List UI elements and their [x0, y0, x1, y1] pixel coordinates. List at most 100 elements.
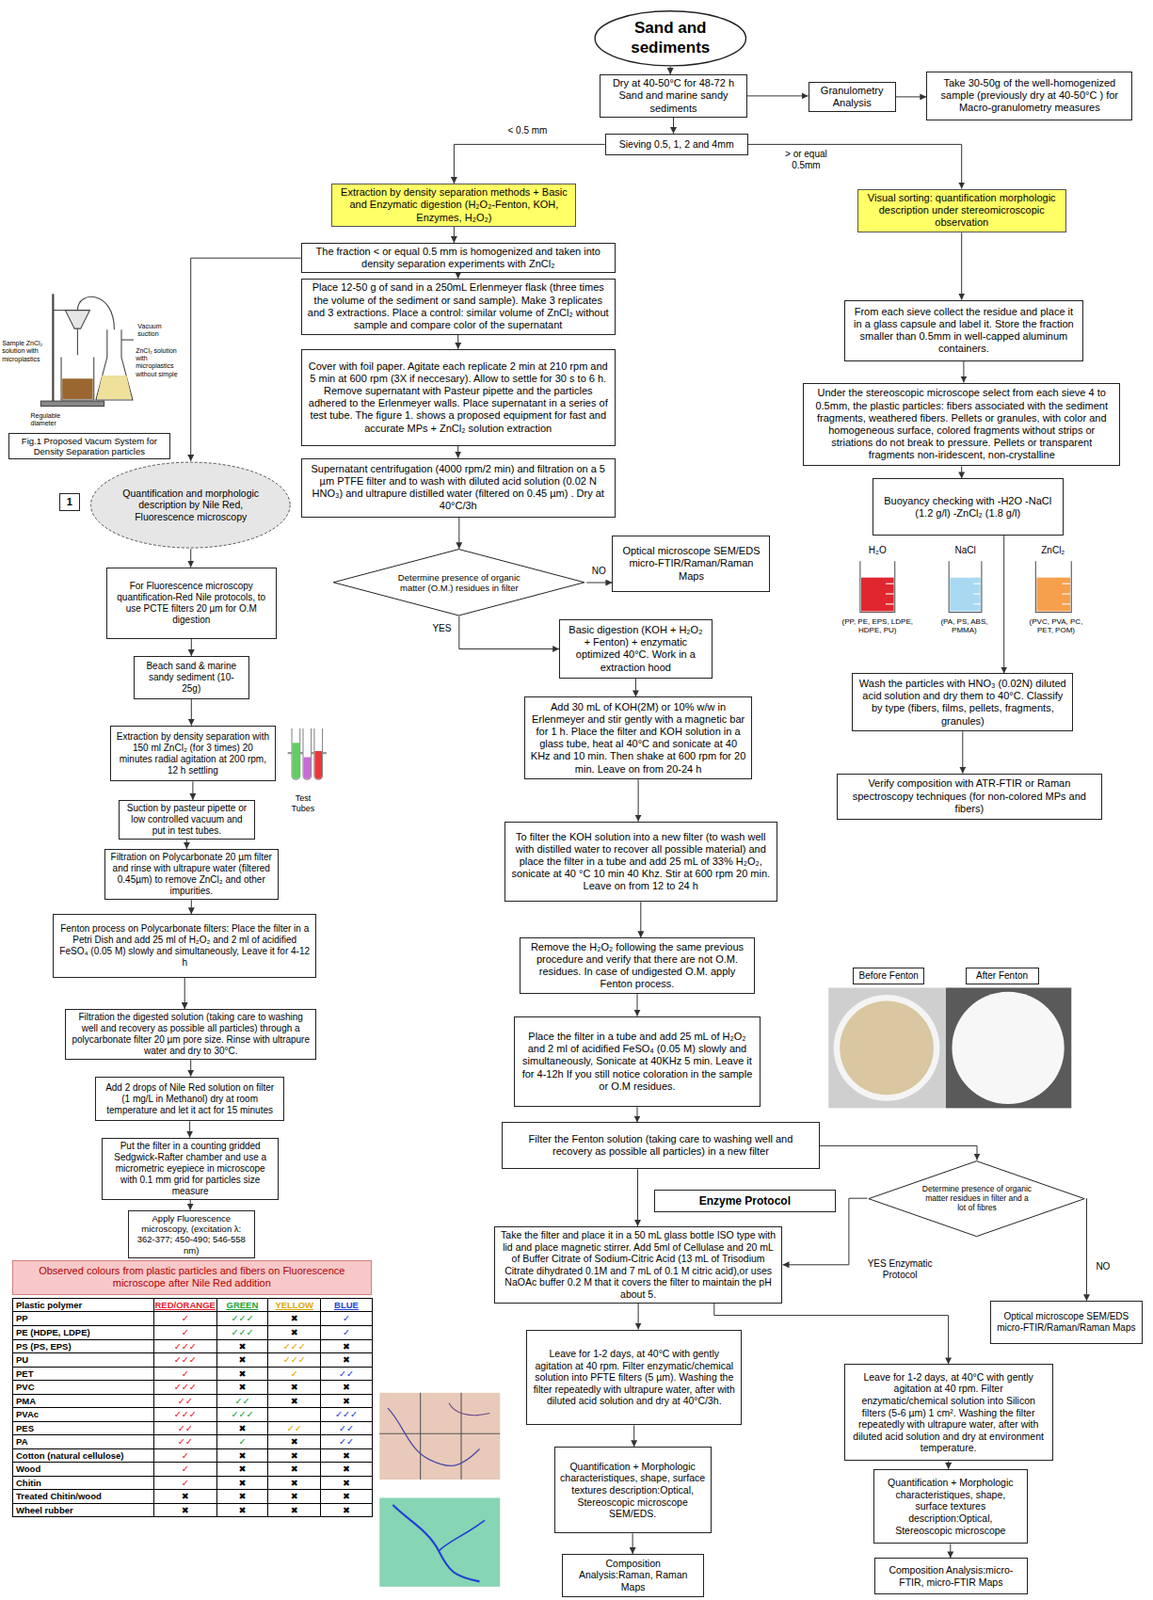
table-heading: PU [16, 1354, 29, 1365]
connector-arrow [747, 95, 809, 97]
table-cell: ✖ [217, 1449, 269, 1464]
process-box: 1 [59, 493, 81, 512]
connector-arrow [896, 96, 928, 97]
table-mark: ✖ [342, 1381, 351, 1393]
table-cell: PES [13, 1422, 155, 1437]
table-cell: ✓✓ [154, 1422, 218, 1437]
annotation-label: ZnCl₂ [1033, 544, 1073, 557]
table-mark: ✖ [238, 1423, 246, 1434]
process-box: Add 2 drops of Nile Red solution on filt… [95, 1076, 286, 1122]
table-mark: ✖ [342, 1505, 351, 1516]
table-cell: ✓ [268, 1367, 321, 1382]
stage-box: Visual sorting: quantification morpholog… [857, 189, 1067, 234]
connector-arrow [1086, 1198, 1088, 1301]
process-box: Granulometry Analysis [808, 81, 897, 113]
table-mark: ✓✓ [338, 1423, 354, 1434]
table-mark: ✖ [290, 1313, 299, 1324]
table-mark: ✓ [181, 1450, 190, 1461]
table-mark: ✖ [290, 1477, 299, 1489]
annotation-label: (PP, PE, EPS, LDPE, HDPE, PU) [841, 617, 913, 636]
table-cell: GREEN [217, 1298, 269, 1314]
node-text: Verify composition with ATR-FTIR or Rama… [842, 777, 1097, 816]
node-text: Before Fenton [858, 970, 919, 982]
node-text: Supernatant centrifugation (4000 rpm/2 m… [306, 463, 610, 513]
connector-arrow [191, 699, 193, 726]
table-cell: Plastic polymer [13, 1298, 155, 1314]
node-text: Quantification + Morphologic characteris… [879, 1476, 1023, 1537]
table-mark: ✖ [342, 1450, 351, 1461]
node-text: Basic digestion (KOH + H₂O₂ + Fenton) + … [564, 624, 707, 674]
table-mark: ✖ [181, 1490, 190, 1502]
node-text: Under the stereoscopic microscope select… [808, 386, 1115, 462]
table-mark: ✓ [181, 1477, 190, 1489]
table-heading: PVAc [16, 1409, 39, 1420]
process-box: Quantification + Morphologic characteris… [554, 1446, 712, 1534]
table-cell: Wood [13, 1462, 155, 1477]
process-box: Fenton process on Polycarbonate filters:… [52, 913, 317, 977]
node-text: To filter the KOH solution into a new fi… [510, 831, 773, 894]
node-text: Put the filter in a counting gridded Sed… [107, 1140, 273, 1198]
process-box: For Fluorescence microscopy quantificati… [106, 567, 277, 640]
connector-arrow [453, 144, 605, 184]
table-mark: ✖ [290, 1490, 299, 1502]
process-box: Optical microscope SEM/EDS micro-FTIR/Ra… [611, 535, 770, 593]
node-text: Add 2 drops of Nile Red solution on filt… [100, 1082, 280, 1117]
connector-arrow [638, 779, 640, 822]
table-cell: ✖ [268, 1504, 321, 1519]
stage-box: Extraction by density separation methods… [331, 183, 577, 227]
process-box: Composition Analysis:micro-FTIR, micro-F… [874, 1557, 1028, 1595]
table-cell: ✓ [154, 1449, 218, 1464]
node-text: Observed colours from plastic particles … [17, 1265, 367, 1290]
table-mark: ✖ [290, 1463, 299, 1474]
table-cell: ✓ [320, 1312, 372, 1327]
table-mark: ✓ [181, 1368, 190, 1379]
process-box: Optical microscope SEM/EDS micro-FTIR/Ra… [990, 1300, 1144, 1345]
node-text: Dry at 40-50°C for 48-72 h Sand and mari… [605, 77, 741, 115]
annotation-label: Regulable diameter [31, 412, 78, 429]
node-text: Optical microscope SEM/EDS micro-FTIR/Ra… [617, 544, 765, 583]
process-box: Basic digestion (KOH + H₂O₂ + Fenton) + … [559, 619, 713, 679]
table-mark: ✖ [238, 1477, 246, 1489]
table-cell: ✖ [268, 1326, 321, 1341]
microscope-photos [379, 1393, 500, 1587]
node-text: Beach sand & marine sandy sediment (10-2… [139, 660, 244, 695]
node-text: Filter the Fenton solution (taking care … [507, 1133, 814, 1158]
table-mark: ✓✓✓ [174, 1381, 197, 1393]
connector-arrow [459, 616, 560, 650]
table-mark: ✓✓ [234, 1395, 250, 1407]
node-text: Place the filter in a tube and add 25 mL… [519, 1030, 754, 1093]
connector-arrow [947, 1460, 949, 1470]
table-mark: ✓ [181, 1463, 190, 1474]
table-cell: ✖ [320, 1340, 372, 1355]
process-box: Filtration on Polycarbonate 20 µm filter… [104, 848, 279, 900]
table-cell: ✖ [217, 1422, 269, 1437]
annotation-label: Vacuum suction [137, 322, 184, 339]
table-mark: ✓✓ [177, 1436, 193, 1447]
decision-diamond: Determine presence of organic matter (O.… [331, 548, 587, 617]
table-cell: Wheel rubber [13, 1504, 155, 1519]
caption-box: Observed colours from plastic particles … [12, 1260, 372, 1296]
table-heading: PET [16, 1368, 33, 1379]
table-mark: ✖ [290, 1327, 299, 1338]
table-mark: ✖ [342, 1341, 351, 1352]
annotation-label: Test Tubes [288, 793, 320, 815]
table-cell: ✖ [320, 1449, 372, 1464]
table-cell: PU [13, 1353, 155, 1368]
table-cell: ✓✓✓ [217, 1326, 269, 1341]
node-text: Cover with foil paper. Agitate each repl… [306, 360, 610, 435]
edge-label: NO [1093, 1261, 1112, 1273]
table-cell: ✓ [154, 1476, 218, 1491]
table-mark: ✖ [342, 1354, 351, 1365]
edge-label: < 0.5 mm [505, 125, 549, 137]
table-mark: ✖ [342, 1463, 351, 1474]
table-cell: PVAc [13, 1408, 155, 1423]
table-cell: ✖ [217, 1380, 269, 1395]
node-text: Buoyancy checking with -H2O -NaCl (1.2 g… [878, 495, 1058, 520]
connector-arrow [949, 1543, 951, 1558]
process-box: Take the filter and place it in a 50 mL … [494, 1226, 784, 1304]
connector-arrow [458, 517, 460, 550]
table-cell: ✓✓ [268, 1422, 321, 1437]
test-tubes [288, 728, 327, 780]
table-mark: ✖ [290, 1436, 299, 1447]
table-heading: RED/ORANGE [154, 1299, 215, 1311]
